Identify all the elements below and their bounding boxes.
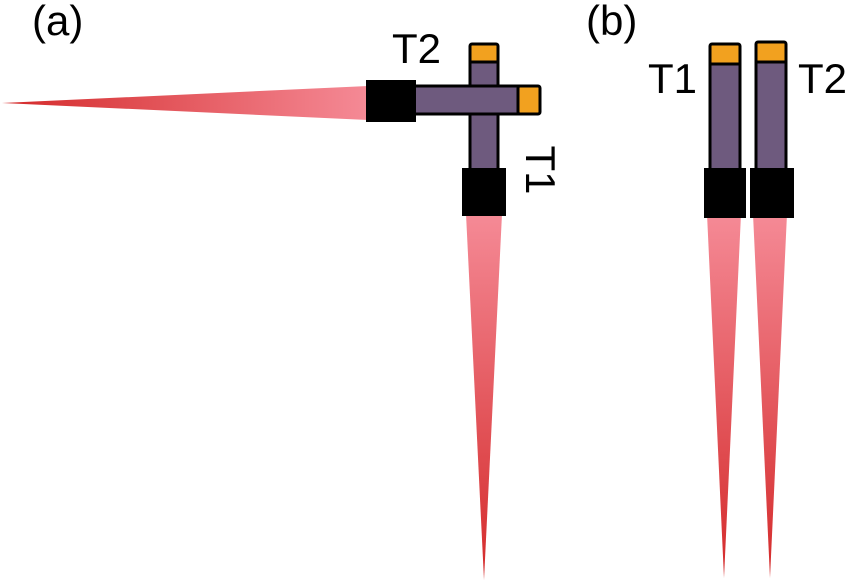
panel-a-label: (a) bbox=[32, 0, 84, 44]
t2-base-a bbox=[366, 80, 416, 122]
t1-beam-down bbox=[466, 214, 502, 580]
t1-tube-a bbox=[468, 42, 500, 174]
b-t1-body bbox=[708, 62, 742, 174]
panel-b bbox=[704, 40, 794, 578]
panel-a bbox=[2, 42, 542, 580]
t2-tip-a bbox=[516, 84, 542, 116]
t1-base-a bbox=[462, 168, 506, 216]
t2-body-a bbox=[412, 84, 522, 116]
t2-beam-left bbox=[2, 86, 368, 120]
b-t1-base bbox=[704, 168, 746, 218]
panel-b-label: (b) bbox=[586, 0, 638, 44]
b-t2-beam bbox=[753, 214, 787, 578]
b-t2-tube bbox=[750, 40, 794, 218]
panel-a-t2-label: T2 bbox=[392, 25, 442, 72]
b-t2-body bbox=[754, 60, 788, 174]
panel-b-t2-label: T2 bbox=[798, 55, 848, 102]
t2-tube-a bbox=[366, 80, 542, 122]
b-t1-tube bbox=[704, 42, 746, 218]
panel-b-t1-label: T1 bbox=[648, 55, 698, 102]
b-t1-beam bbox=[707, 214, 741, 578]
t1-body-a bbox=[468, 60, 500, 174]
panel-a-t1-label: T1 bbox=[517, 145, 564, 195]
b-t2-base bbox=[750, 168, 794, 218]
